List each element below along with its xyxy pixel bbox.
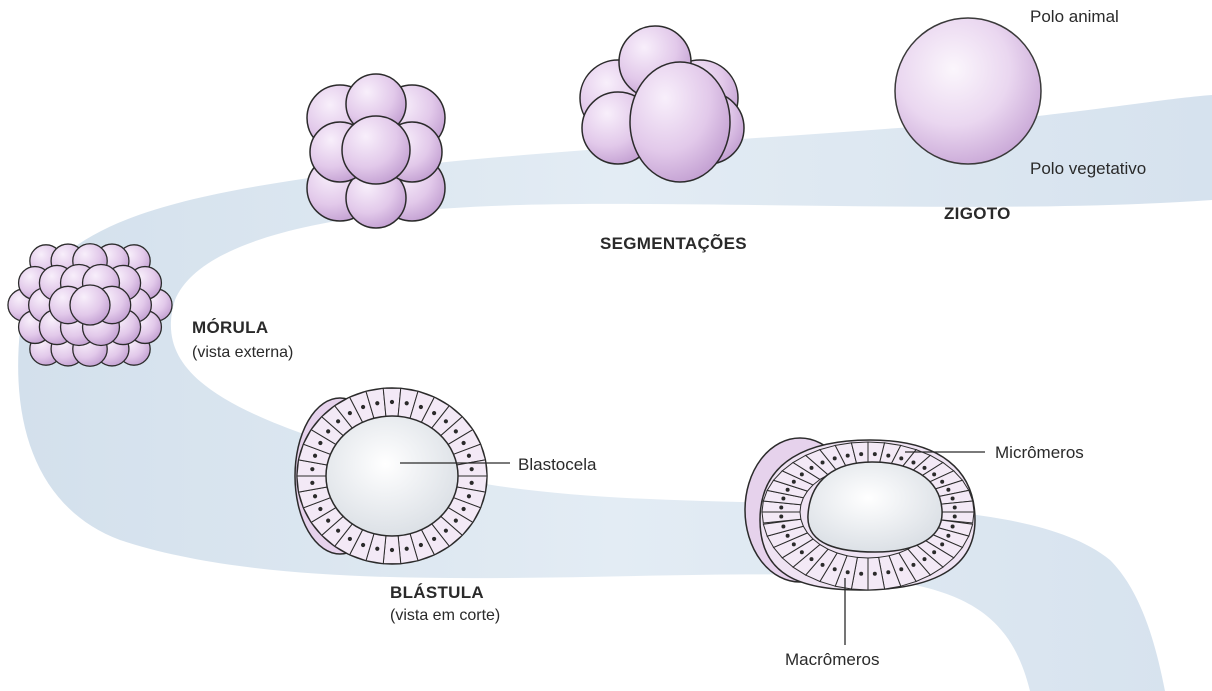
- cell-nucleus: [390, 548, 393, 551]
- cell-nucleus: [800, 551, 803, 554]
- morula-cell: [70, 285, 110, 325]
- cell-nucleus: [467, 454, 470, 457]
- cell-nucleus: [348, 411, 351, 414]
- zygote: [895, 18, 1041, 164]
- cell-nucleus: [462, 507, 465, 510]
- cell-nucleus: [833, 568, 836, 571]
- eight-cell-stage: [307, 74, 445, 228]
- cell-nucleus: [319, 507, 322, 510]
- cell-nucleus: [376, 547, 379, 550]
- label-zigoto: ZIGOTO: [944, 204, 1011, 223]
- cell-nucleus: [433, 537, 436, 540]
- cell-nucleus: [846, 454, 849, 457]
- cell-nucleus: [419, 405, 422, 408]
- cell-nucleus: [792, 480, 795, 483]
- cell-nucleus: [951, 525, 954, 528]
- morula: [8, 244, 172, 366]
- label-polo-vegetativo: Polo vegetativo: [1030, 159, 1146, 178]
- four-cell-stage: [580, 26, 744, 182]
- cell-nucleus: [860, 453, 863, 456]
- cell-nucleus: [327, 519, 330, 522]
- cell-nucleus: [376, 402, 379, 405]
- cell-nucleus: [947, 488, 950, 491]
- cell-nucleus: [454, 430, 457, 433]
- cell-nucleus: [433, 411, 436, 414]
- amphibian-blastula-section: [745, 438, 975, 590]
- cell-nucleus: [786, 488, 789, 491]
- cell-nucleus: [912, 563, 915, 566]
- cell-nucleus: [873, 572, 876, 575]
- label-macromeros: Macrômeros: [785, 650, 879, 669]
- cell-nucleus: [846, 571, 849, 574]
- cell-nucleus: [900, 457, 903, 460]
- cell-nucleus: [319, 441, 322, 444]
- label-blastula-sub: (vista em corte): [390, 607, 500, 624]
- cell-nucleus: [782, 497, 785, 500]
- cell-nucleus: [941, 543, 944, 546]
- cell-nucleus: [311, 481, 314, 484]
- cell-nucleus: [833, 457, 836, 460]
- cell-nucleus: [873, 453, 876, 456]
- cell-nucleus: [362, 405, 365, 408]
- cell-nucleus: [405, 547, 408, 550]
- blastula-section: [295, 388, 487, 564]
- label-blastocela: Blastocela: [518, 455, 597, 474]
- cell-nucleus: [800, 473, 803, 476]
- label-morula-sub: (vista externa): [192, 344, 293, 361]
- cell-nucleus: [444, 529, 447, 532]
- cell-nucleus: [462, 441, 465, 444]
- label-polo-animal: Polo animal: [1030, 7, 1119, 26]
- cell-nucleus: [887, 571, 890, 574]
- cell-nucleus: [933, 473, 936, 476]
- cell-nucleus: [337, 529, 340, 532]
- cell-nucleus: [887, 454, 890, 457]
- cell-nucleus: [454, 519, 457, 522]
- cell-nucleus: [780, 506, 783, 509]
- cell-nucleus: [912, 461, 915, 464]
- cell-nucleus: [953, 506, 956, 509]
- label-segmentacoes: SEGMENTAÇÕES: [600, 233, 747, 253]
- cell-nucleus: [810, 558, 813, 561]
- cell-nucleus: [444, 420, 447, 423]
- cell-nucleus: [782, 525, 785, 528]
- blastocoel-cavity-2: [808, 462, 942, 552]
- cell-nucleus: [337, 420, 340, 423]
- label-morula: MÓRULA: [192, 318, 268, 337]
- cell-nucleus: [810, 466, 813, 469]
- label-blastula: BLÁSTULA: [390, 583, 484, 602]
- cell-nucleus: [313, 495, 316, 498]
- cell-nucleus: [941, 480, 944, 483]
- cell-nucleus: [923, 558, 926, 561]
- label-micromeros: Micrômeros: [995, 443, 1084, 462]
- cell-nucleus: [923, 466, 926, 469]
- cell-nucleus: [470, 481, 473, 484]
- blastocoel-cavity: [326, 416, 458, 536]
- cell-nucleus: [786, 534, 789, 537]
- cell-nucleus: [348, 537, 351, 540]
- cell-nucleus: [467, 495, 470, 498]
- cell-nucleus: [419, 543, 422, 546]
- cell-nucleus: [951, 497, 954, 500]
- cell-nucleus: [821, 461, 824, 464]
- cell-nucleus: [792, 543, 795, 546]
- cell-nucleus: [947, 534, 950, 537]
- cell-nucleus: [933, 551, 936, 554]
- cell-nucleus: [900, 568, 903, 571]
- cell-nucleus: [821, 563, 824, 566]
- cell-nucleus: [327, 430, 330, 433]
- cell-nucleus: [390, 400, 393, 403]
- developmental-path-band: [18, 95, 1212, 691]
- cell-nucleus: [313, 454, 316, 457]
- cell-nucleus: [362, 543, 365, 546]
- cell-nucleus: [780, 515, 783, 518]
- cell-nucleus: [953, 515, 956, 518]
- cell-nucleus: [311, 468, 314, 471]
- cell-nucleus: [405, 402, 408, 405]
- cell-nucleus: [860, 572, 863, 575]
- cell-nucleus: [470, 468, 473, 471]
